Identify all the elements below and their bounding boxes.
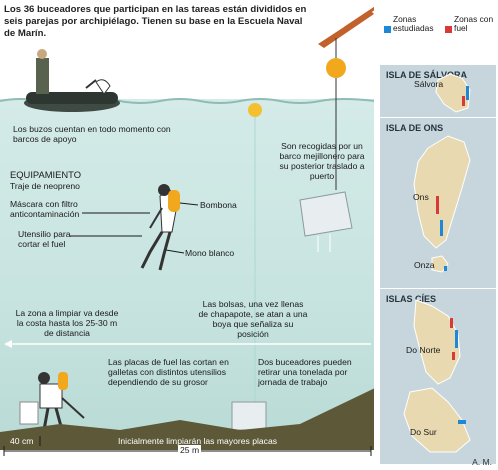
legend-studied-swatch [384, 26, 391, 33]
label-support-boats: Los buzos cuentan en todo momento con ba… [13, 124, 171, 144]
bag-bottom-illustration [231, 401, 267, 431]
ons-island-shape [413, 135, 471, 249]
label-filter-mask: Máscara con filtro anticontaminación [10, 199, 80, 219]
do-norte-island-shape [413, 299, 461, 385]
legend-fuel-swatch [445, 26, 452, 33]
panel-salvora-title: ISLA DE SÁLVORA [386, 70, 468, 80]
island-label-do-norte: Do Norte [406, 345, 441, 355]
label-white-overall: Mono blanco [185, 248, 235, 258]
salvora-island-shape [435, 73, 471, 113]
label-depth: 40 cm [10, 436, 34, 446]
panel-ons-title: ISLA DE ONS [386, 123, 444, 133]
label-two-divers: Dos buceadores pueden retirar una tonela… [258, 357, 352, 387]
label-cutting-utensil: Utensilio para cortar el fuel [18, 229, 71, 249]
diver-illustration [140, 184, 180, 271]
label-bottom-plates: Inicialmente limpiarán las mayores placa… [118, 436, 278, 446]
legend-studied-label: Zonas estudiadas [393, 14, 434, 33]
label-cleaning-area: La zona a limpiar va desde la costa hast… [15, 308, 119, 338]
panel-cies-title: ISLAS CÍES [386, 294, 437, 304]
island-label-do-sur: Do Sur [410, 427, 437, 437]
studied-zone-markers [440, 86, 469, 424]
label-bags-buoy: Las bolsas, una vez llenas de chapapote,… [198, 299, 308, 339]
crane-illustration [318, 6, 376, 78]
label-mussel-boat: Son recogidas por un barco mejillonero p… [279, 141, 365, 181]
sky-background [0, 0, 375, 99]
island-label-onza: Onza [414, 260, 435, 270]
fuel-zone-markers [436, 96, 465, 360]
label-wetsuit: Traje de neopreno [10, 181, 80, 191]
bottom-divers-illustration [19, 372, 85, 431]
island-label-salvora: Sálvora [414, 79, 444, 89]
buoy-illustration [248, 103, 262, 440]
support-boat-illustration [24, 49, 120, 112]
label-tank: Bombona [200, 200, 237, 210]
intro-text: Los 36 buceadores que participan en las … [4, 4, 307, 39]
sea-floor [0, 388, 375, 450]
island-label-ons: Ons [413, 192, 429, 202]
do-sur-island-shape [403, 387, 471, 453]
label-equipment-title: EQUIPAMIENTO [10, 169, 82, 180]
label-fuel-plates: Las placas de fuel las cortan en galleta… [108, 357, 229, 387]
author-credit: A. M. [472, 457, 492, 467]
label-distance: 25 m [178, 445, 202, 455]
legend-fuel-label: Zonas con fuel [454, 14, 494, 33]
bag-lifted-illustration [299, 78, 353, 252]
